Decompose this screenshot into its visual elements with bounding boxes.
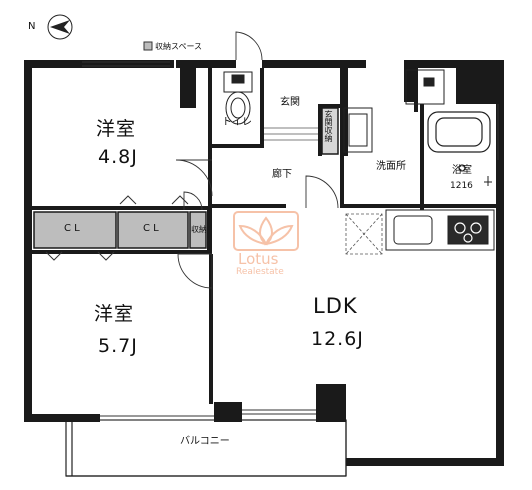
bathtub [427, 111, 492, 186]
storage-legend-swatch [143, 41, 153, 51]
toilet-label: トイレ [222, 117, 252, 128]
washer-pan [405, 69, 445, 105]
watermark-logo [233, 211, 299, 251]
storage-label: 収納 [191, 225, 207, 234]
fridge-space [345, 213, 383, 255]
washroom-label: 洗面所 [376, 161, 406, 172]
windows [82, 61, 499, 421]
hallway-label: 廊下 [272, 169, 292, 180]
western-room-2-size: 5.7J [98, 335, 138, 357]
closet-2-label: C L [143, 223, 159, 234]
watermark-name: Lotus [238, 250, 279, 268]
north-label: N [28, 21, 36, 32]
ac-markers [45, 195, 189, 261]
closet-1-label: C L [64, 223, 80, 234]
toilet-fixture [223, 71, 253, 125]
door-swings [175, 31, 339, 300]
western-room-1-label: 洋室 [96, 118, 137, 140]
ldk-size: 12.6J [311, 328, 364, 350]
entry-steps [264, 127, 318, 141]
western-room-1-size: 4.8J [98, 146, 138, 168]
bathroom-size: 1216 [450, 181, 473, 191]
kitchen-counter [385, 209, 495, 251]
watermark-sub: Realestate [236, 267, 284, 277]
entrance-label: 玄関 [280, 97, 300, 108]
storage-legend-label: 収納スペース [155, 42, 203, 51]
bathroom-label: 浴室 [452, 165, 472, 176]
western-room-2-label: 洋室 [94, 303, 135, 325]
compass-icon [47, 14, 73, 40]
balcony-label: バルコニー [180, 436, 230, 447]
ldk-label: LDK [313, 294, 358, 318]
closet-blocks [33, 107, 339, 249]
entrance-storage-label: 玄関収納 [324, 110, 333, 142]
interior-walls [32, 68, 496, 404]
balcony [65, 419, 347, 477]
wash-basin [343, 107, 373, 153]
